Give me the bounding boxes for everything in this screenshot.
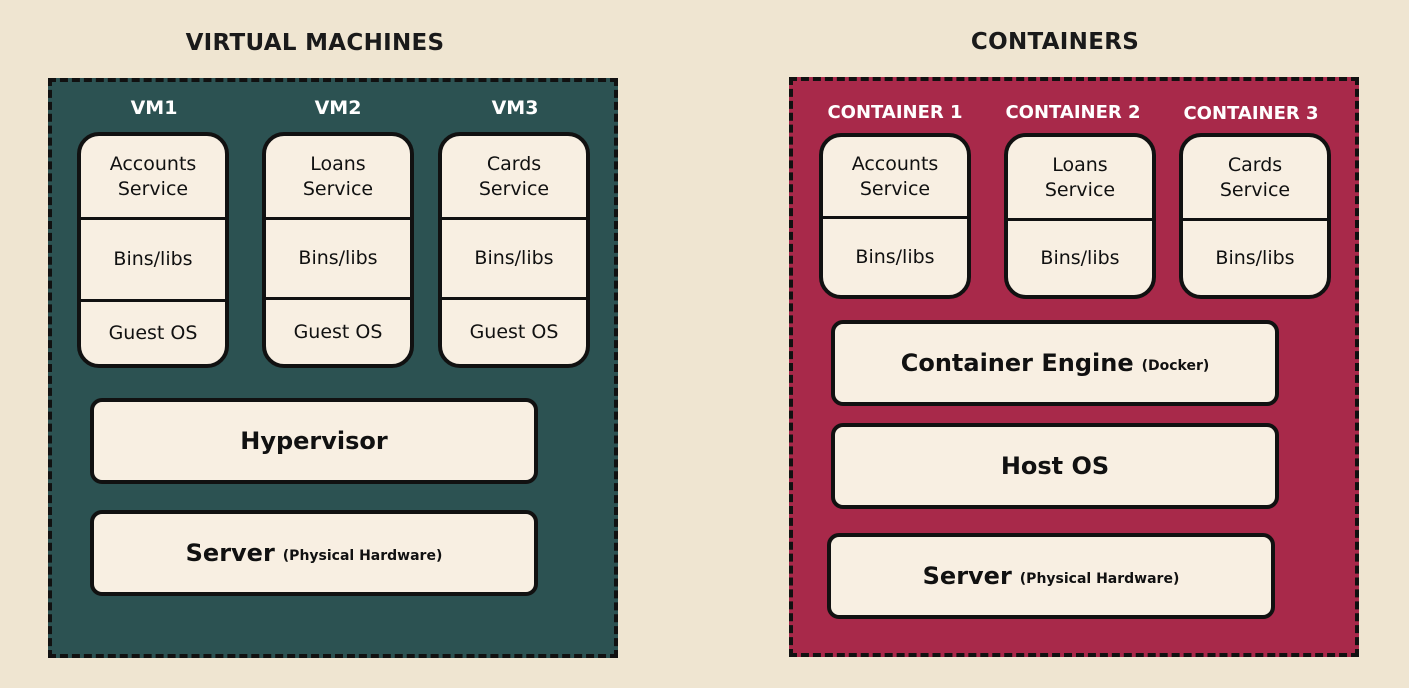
hypervisor-label: Hypervisor — [240, 427, 388, 455]
container3-label: CONTAINER 3 — [1183, 103, 1319, 124]
vm1-service: Accounts Service — [81, 136, 225, 220]
vm1-guest-os: Guest OS — [108, 321, 198, 344]
vm1-label: VM1 — [130, 97, 178, 119]
vm3-guest-os: Guest OS — [469, 320, 559, 343]
container1-service: Accounts Service — [823, 137, 967, 219]
vm3-bins-libs: Bins/libs — [442, 220, 586, 300]
vm3-stack: Cards Service Bins/libs Guest OS — [438, 132, 590, 368]
host-os-label: Host OS — [1000, 452, 1110, 480]
container-engine-layer: Container Engine (Docker) — [831, 320, 1279, 406]
ct-server-label: Server — [922, 562, 1012, 590]
ct-title: CONTAINERS — [970, 29, 1140, 55]
host-os-layer: Host OS — [831, 423, 1279, 509]
vm-server-label: Server — [185, 539, 275, 567]
vm-server-layer: Server (Physical Hardware) — [90, 510, 538, 596]
vm3-service: Cards Service — [442, 136, 586, 220]
container2-label: CONTAINER 2 — [1005, 102, 1141, 123]
vm1-bins-libs: Bins/libs — [81, 220, 225, 302]
container3-stack: Cards Service Bins/libs — [1179, 133, 1331, 299]
vm3-label: VM3 — [491, 97, 539, 119]
container2-stack: Loans Service Bins/libs — [1004, 133, 1156, 299]
vm2-service: Loans Service — [266, 136, 410, 220]
hypervisor-layer: Hypervisor — [90, 398, 538, 484]
ct-server-sublabel: (Physical Hardware) — [1019, 571, 1180, 587]
vm-server-sublabel: (Physical Hardware) — [282, 548, 443, 564]
ct-server-layer: Server (Physical Hardware) — [827, 533, 1275, 619]
container2-bins-libs: Bins/libs — [1040, 246, 1120, 269]
container1-bins-libs: Bins/libs — [855, 245, 935, 268]
container3-bins-libs: Bins/libs — [1215, 246, 1295, 269]
vm2-bins-libs: Bins/libs — [266, 220, 410, 300]
vm2-stack: Loans Service Bins/libs Guest OS — [262, 132, 414, 368]
container-engine-sublabel: (Docker) — [1141, 358, 1210, 374]
vm2-guest-os: Guest OS — [293, 320, 383, 343]
vm-title: VIRTUAL MACHINES — [185, 30, 445, 56]
container-engine-label: Container Engine — [900, 349, 1134, 377]
vm2-label: VM2 — [314, 97, 362, 119]
container1-label: CONTAINER 1 — [827, 102, 963, 123]
container2-service: Loans Service — [1008, 137, 1152, 221]
container3-service: Cards Service — [1183, 137, 1327, 221]
vm1-stack: Accounts Service Bins/libs Guest OS — [77, 132, 229, 368]
container1-stack: Accounts Service Bins/libs — [819, 133, 971, 299]
